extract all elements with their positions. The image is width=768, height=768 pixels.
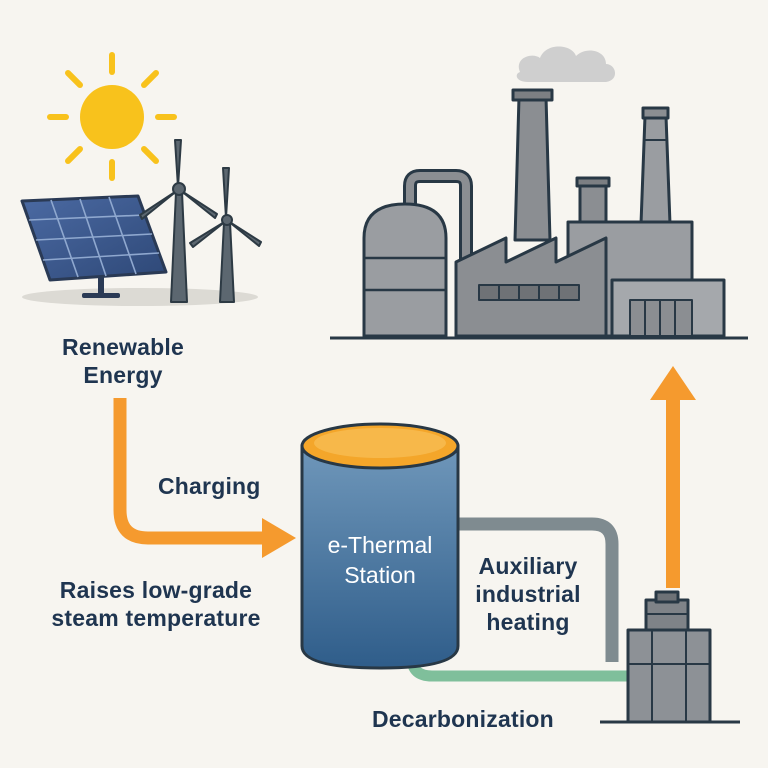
supply-arrow	[650, 366, 696, 588]
ground-shadow	[22, 288, 258, 306]
raises-steam-label: Raises low-grade steam temperature	[32, 576, 280, 632]
renewable-label-line1: Renewable	[62, 334, 184, 360]
industrial-boiler-icon	[600, 590, 740, 724]
station-label-line1: e-Thermal	[327, 532, 433, 558]
raises-label-line2: steam temperature	[51, 605, 261, 631]
aux-label-line3: heating	[486, 609, 570, 635]
aux-label-line2: industrial	[475, 581, 581, 607]
sun-icon	[47, 52, 177, 181]
solar-panel-icon	[20, 194, 168, 298]
thermal-storage-tank-icon	[300, 422, 460, 670]
e-thermal-station-label: e-Thermal Station	[302, 530, 458, 590]
auxiliary-heat-pipe	[452, 517, 619, 662]
charging-arrow	[113, 398, 296, 558]
decarbonization-label: Decarbonization	[372, 706, 554, 732]
auxiliary-heating-label: Auxiliary industrial heating	[468, 552, 588, 636]
wind-turbine-icon	[139, 139, 262, 303]
aux-label-line1: Auxiliary	[478, 553, 578, 579]
factory-icon	[330, 88, 748, 340]
station-label-line2: Station	[344, 562, 416, 588]
charging-label: Charging	[158, 473, 261, 499]
raises-label-line1: Raises low-grade	[59, 577, 253, 603]
renewable-energy-label: Renewable Energy	[48, 333, 198, 389]
renewable-label-line2: Energy	[83, 362, 163, 388]
smoke-cloud	[516, 46, 616, 82]
